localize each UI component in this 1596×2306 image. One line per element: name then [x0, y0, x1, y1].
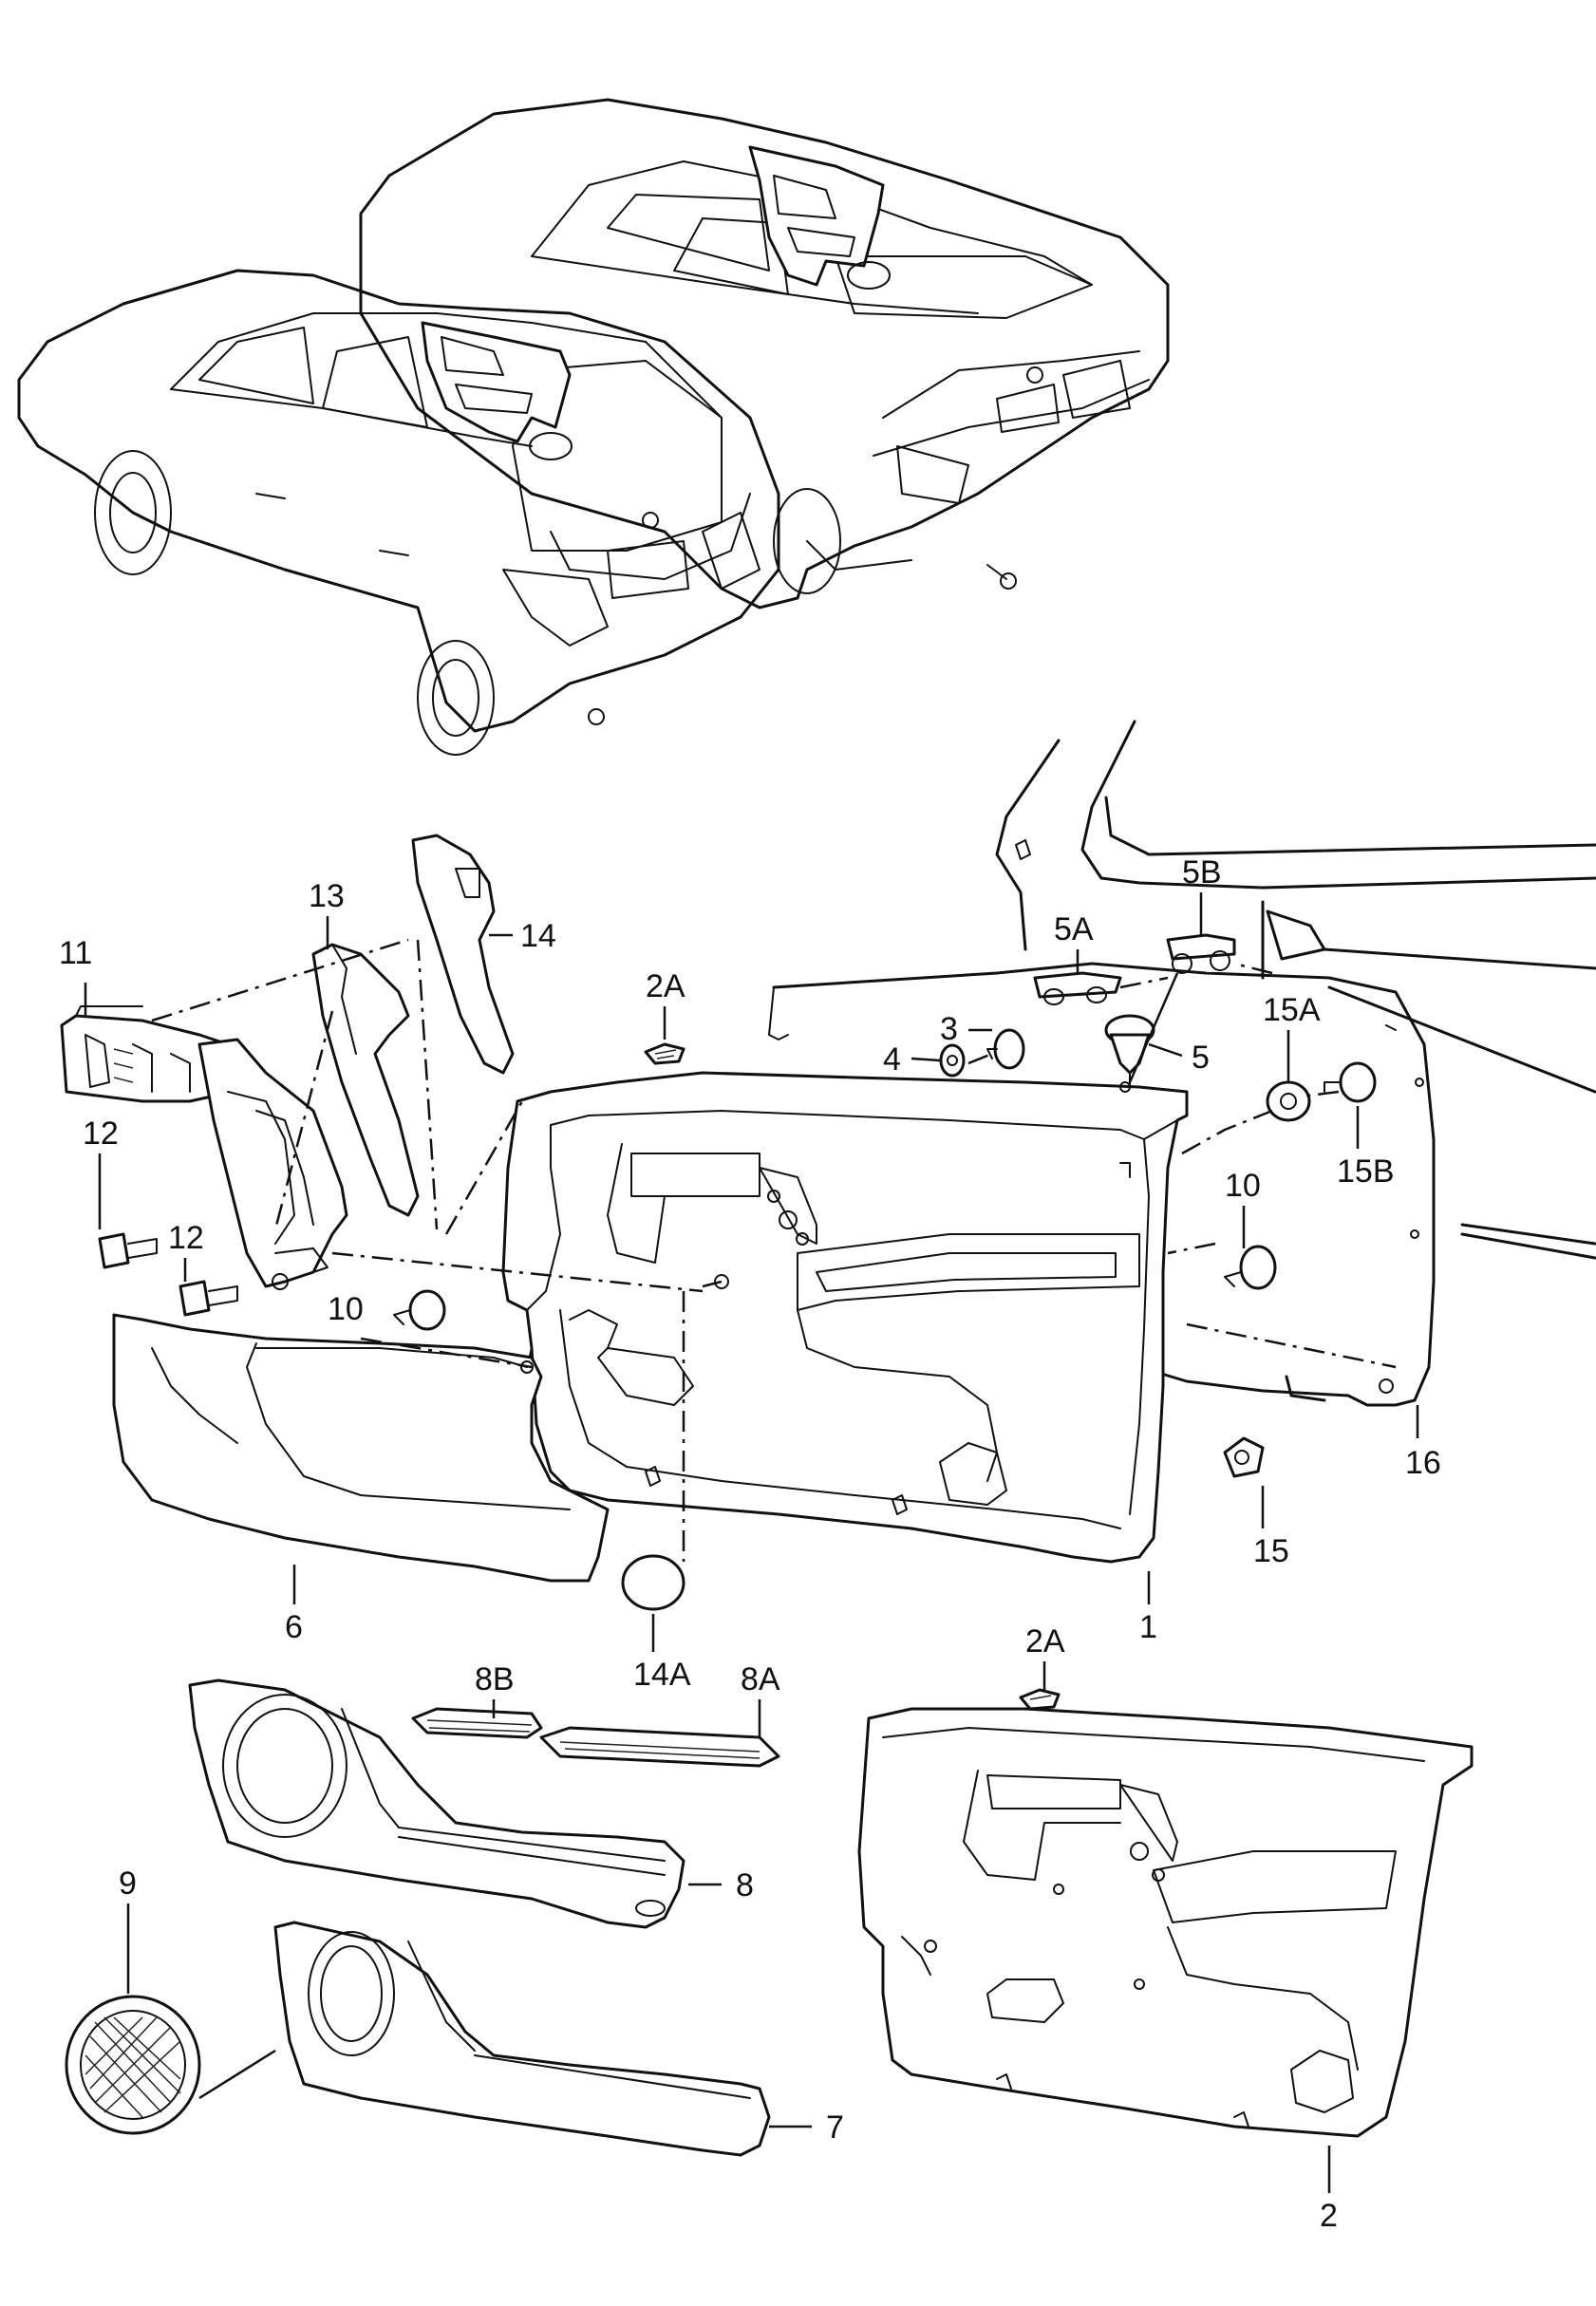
leader-lines	[84, 892, 1419, 2193]
label-2A-bottom: 2A	[1025, 1623, 1065, 1659]
part-1-door-trim-panel	[501, 1071, 1189, 1564]
part-8-lower-pocket-trim	[188, 1678, 685, 1929]
label-2: 2	[1320, 2198, 1338, 2234]
part-15-clip	[1223, 1436, 1265, 1478]
label-8: 8	[736, 1867, 754, 1903]
part-10-clips	[393, 1245, 1277, 1331]
label-10-left: 10	[328, 1291, 364, 1327]
label-5B: 5B	[1182, 854, 1222, 891]
assembly-lines	[151, 938, 1397, 1562]
label-15A: 15A	[1263, 992, 1321, 1028]
label-15B: 15B	[1337, 1153, 1395, 1190]
label-14: 14	[520, 918, 556, 954]
part-7-lower-pocket-trim	[273, 1921, 771, 2157]
part-2A-clip-bottom	[1019, 1688, 1061, 1711]
part-14-trim-strip	[411, 834, 515, 1075]
sedan-car-illustration	[359, 98, 1170, 609]
part-15A-clip	[1266, 1080, 1311, 1122]
part-5A-clip	[1033, 971, 1122, 1005]
part-11-handle-bracket	[60, 1005, 348, 1290]
label-16: 16	[1405, 1445, 1441, 1481]
part-4-washer	[939, 1043, 966, 1078]
part-2-door-trim-panel	[857, 1707, 1474, 2138]
part-15B-clip	[1324, 1061, 1377, 1103]
part-8B-vent-grille	[411, 1707, 543, 1739]
label-15: 15	[1253, 1533, 1289, 1569]
label-2A-top: 2A	[646, 968, 685, 1004]
label-8B: 8B	[475, 1661, 515, 1697]
part-8A-vent-grille	[539, 1726, 780, 1768]
part-9-speaker-grille	[65, 1995, 201, 2135]
label-12-top: 12	[83, 1116, 119, 1152]
label-10-right: 10	[1225, 1168, 1261, 1204]
part-2A-clip-top	[644, 1042, 685, 1065]
label-8A: 8A	[741, 1661, 780, 1697]
label-6: 6	[285, 1609, 303, 1645]
part-12-screws	[98, 1232, 238, 1317]
label-11: 11	[59, 935, 92, 971]
label-7: 7	[826, 2109, 844, 2146]
label-1: 1	[1139, 1609, 1157, 1645]
label-14A: 14A	[633, 1657, 691, 1693]
label-3: 3	[940, 1011, 958, 1047]
part-5-clip	[1104, 1014, 1155, 1088]
part-5B-clip	[1166, 933, 1236, 974]
vehicle-door-frame-outline	[995, 720, 1596, 1260]
part-14A-cap	[621, 1554, 685, 1611]
label-4: 4	[883, 1041, 901, 1078]
part-3-clip	[986, 1028, 1025, 1070]
part-labels: 11 12 12 13 14 2A 3 4 5 5A 5B 15A 15B 10…	[59, 854, 1441, 2234]
hatchback-car-illustration	[17, 269, 780, 756]
label-13: 13	[309, 878, 345, 914]
label-9: 9	[119, 1865, 137, 1902]
part-6-lower-trim	[112, 1313, 610, 1583]
label-5: 5	[1192, 1040, 1210, 1076]
label-12-bottom: 12	[168, 1220, 204, 1256]
part-13-trim-strip	[311, 943, 420, 1217]
label-5A: 5A	[1054, 911, 1094, 947]
